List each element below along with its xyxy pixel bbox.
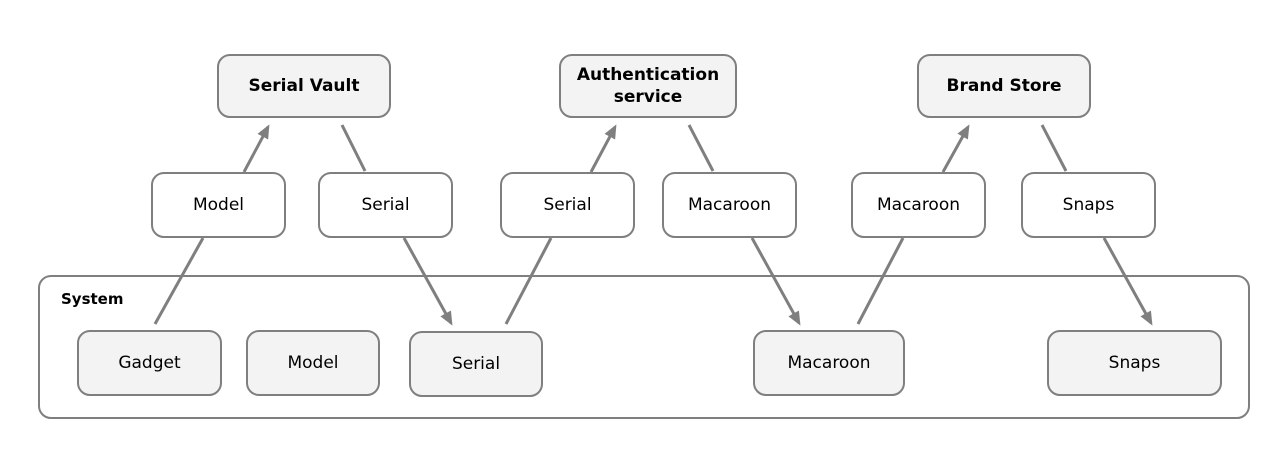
serial-vault-node: Serial Vault [217, 54, 391, 118]
message-macaroon-store-label: Macaroon [876, 195, 961, 215]
snaps-label: Snaps [1108, 353, 1161, 373]
message-snaps-label: Snaps [1062, 195, 1115, 215]
authentication-service-label: Authentication service [576, 65, 720, 107]
message-macaroon-auth-node: Macaroon [662, 172, 797, 238]
edge-authentication-to-macaroon-msg [687, 124, 715, 172]
model-node: Model [246, 330, 380, 396]
brand-store-node: Brand Store [917, 54, 1091, 118]
gadget-label: Gadget [118, 353, 181, 373]
message-serial-vault-node: Serial [318, 172, 453, 238]
message-model-label: Model [192, 195, 245, 215]
model-label: Model [287, 353, 339, 373]
message-serial-vault-label: Serial [361, 195, 410, 215]
edge-gadget-to-model-msg [153, 237, 205, 325]
serial-vault-label: Serial Vault [248, 76, 360, 96]
gadget-node: Gadget [77, 330, 222, 396]
serial-node: Serial [409, 331, 543, 397]
message-macaroon-auth-label: Macaroon [687, 195, 772, 215]
system-label: System [61, 290, 124, 308]
arrow-macaroon-msg-to-system-macaroon [750, 237, 801, 326]
arrow-serial-msg-to-system-serial [402, 237, 453, 326]
authentication-service-node: Authentication service [559, 54, 737, 118]
message-snaps-node: Snaps [1021, 172, 1156, 238]
edge-brand-store-to-snaps-msg [1040, 124, 1068, 172]
message-model-node: Model [151, 172, 286, 238]
serial-label: Serial [451, 354, 501, 374]
message-serial-auth-node: Serial [500, 172, 635, 238]
arrow-serial-msg-to-authentication [589, 124, 617, 173]
arrow-macaroon-msg-to-brand-store [941, 124, 970, 173]
arrow-snaps-msg-to-system-snaps [1102, 237, 1153, 326]
message-serial-auth-label: Serial [543, 195, 592, 215]
message-macaroon-store-node: Macaroon [851, 172, 986, 238]
edge-system-macaroon-to-macaroon-msg [856, 237, 905, 325]
edge-system-serial-to-serial-msg [504, 237, 553, 325]
edge-serial-vault-to-serial-msg [340, 124, 367, 172]
snaps-node: Snaps [1047, 330, 1222, 396]
macaroon-label: Macaroon [787, 353, 871, 373]
brand-store-label: Brand Store [946, 76, 1062, 96]
macaroon-node: Macaroon [753, 330, 905, 396]
arrow-model-msg-to-serial-vault [242, 124, 270, 173]
